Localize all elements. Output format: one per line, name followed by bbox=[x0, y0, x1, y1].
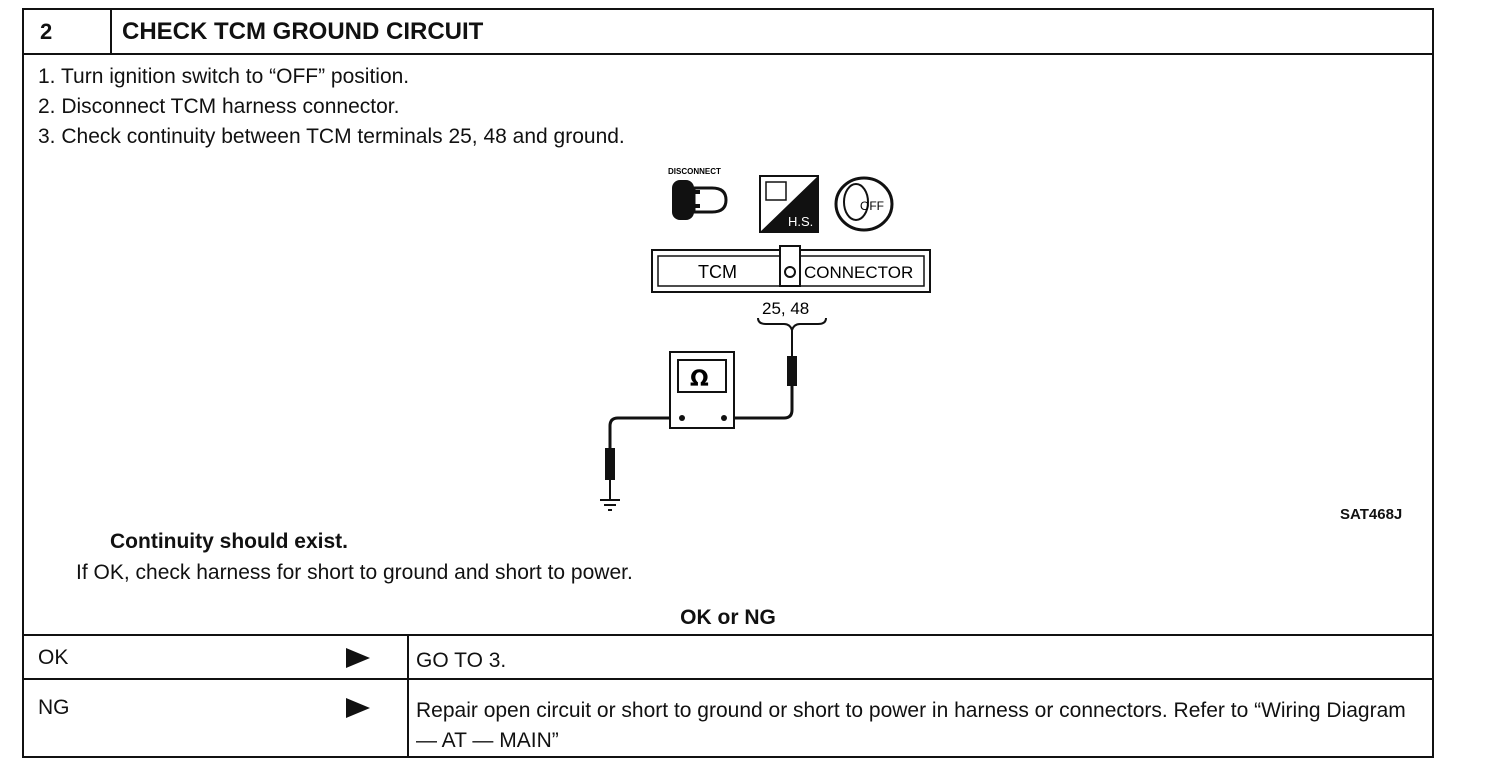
instruction-list: 1. Turn ignition switch to “OFF” positio… bbox=[38, 62, 625, 152]
disconnect-label: DISCONNECT bbox=[668, 167, 721, 176]
procedure-table: 2 CHECK TCM GROUND CIRCUIT 1. Turn ignit… bbox=[22, 8, 1434, 758]
arrow-right-icon bbox=[346, 648, 370, 668]
figure-reference: SAT468J bbox=[1340, 506, 1403, 523]
ground-wire bbox=[608, 416, 670, 448]
terminal-brace bbox=[757, 317, 827, 334]
arrow-right-icon bbox=[346, 698, 370, 718]
ohm-symbol: Ω bbox=[690, 367, 709, 392]
outcome-label: OK bbox=[38, 646, 69, 669]
test-diagram: DISCONNECT H.S. OFF TCM CONNECTOR bbox=[600, 167, 931, 511]
connector-left-label: TCM bbox=[698, 262, 737, 282]
outcome-row-ok: OK GO TO 3. bbox=[24, 634, 1432, 678]
instruction-item: 2. Disconnect TCM harness connector. bbox=[38, 95, 400, 118]
instruction-item: 1. Turn ignition switch to “OFF” positio… bbox=[38, 65, 410, 88]
outcome-row-ng: NG Repair open circuit or short to groun… bbox=[24, 678, 1432, 756]
step-title: CHECK TCM GROUND CIRCUIT bbox=[122, 18, 484, 45]
outcome-action: GO TO 3. bbox=[416, 649, 507, 672]
result-note: If OK, check harness for short to ground… bbox=[76, 561, 633, 584]
outcome-label: NG bbox=[38, 696, 70, 719]
tcm-connector: TCM CONNECTOR bbox=[651, 245, 931, 293]
ground-probe bbox=[605, 448, 615, 480]
terminal-label: 25, 48 bbox=[762, 299, 809, 318]
probe-wire bbox=[734, 386, 794, 420]
connector-right-label: CONNECTOR bbox=[804, 263, 913, 282]
disconnect-icon: DISCONNECT bbox=[668, 167, 728, 220]
probe-tip bbox=[787, 356, 797, 386]
instruction-item: 3. Check continuity between TCM terminal… bbox=[38, 125, 625, 148]
off-label: OFF bbox=[860, 199, 884, 213]
table-header: 2 CHECK TCM GROUND CIRCUIT bbox=[24, 10, 1432, 55]
ohmmeter: Ω bbox=[669, 351, 735, 429]
outcome-action: Repair open circuit or short to ground o… bbox=[416, 699, 1406, 752]
ground-icon bbox=[600, 499, 620, 511]
expected-result: Continuity should exist. bbox=[110, 530, 349, 553]
ignition-off-icon: OFF bbox=[834, 176, 894, 232]
decision-prompt: OK or NG bbox=[680, 606, 776, 629]
harness-side-icon: H.S. bbox=[759, 175, 819, 233]
step-number: 2 bbox=[24, 10, 112, 53]
hs-label: H.S. bbox=[788, 214, 813, 229]
